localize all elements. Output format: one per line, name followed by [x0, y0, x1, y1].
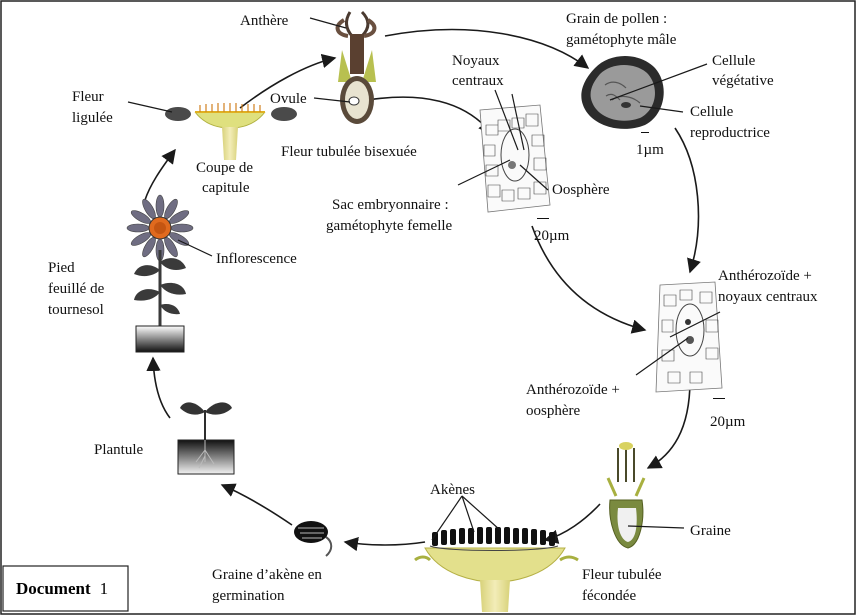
label-graine: Graine [690, 523, 731, 539]
label-pied-2: feuillé de [48, 281, 105, 297]
label-ovule: Ovule [270, 91, 307, 107]
arrow-akenes-to-seed [343, 536, 426, 552]
pollen-grain-illustration [581, 56, 664, 133]
arrow-capitule-to-flower [239, 53, 337, 109]
label-plantule: Plantule [94, 442, 144, 458]
capitule-section-illustration [165, 103, 297, 160]
document-number: 1 [100, 579, 109, 598]
fertilised-sac-illustration [655, 281, 725, 399]
label-inflorescence: Inflorescence [216, 251, 297, 267]
document-word: Document [16, 579, 91, 598]
arrow-anther-to-pollen [384, 28, 590, 69]
label-pied-1: Pied [48, 260, 75, 276]
label-cellule-vegetative-2: végétative [712, 73, 774, 89]
fertilised-flower-illustration [606, 442, 646, 549]
label-cellule-vegetative-1: Cellule [712, 53, 756, 69]
embryo-sac-illustration [479, 104, 551, 219]
label-antherozoide-oosphere-1: Anthérozoïde + [526, 382, 620, 398]
label-pied-3: tournesol [48, 302, 104, 318]
germinating-seed-illustration [294, 521, 333, 557]
label-antherozoide-noyaux-2: noyaux centraux [718, 289, 818, 305]
label-scale-1um: 1µm [636, 142, 664, 158]
arrow-fertilisation-to-fruit [646, 379, 691, 469]
label-sac-embryonnaire-2: gamétophyte femelle [326, 218, 453, 234]
label-gametophyte-male: gamétophyte mâle [566, 32, 677, 48]
arrow-sac-to-fertilisation [531, 225, 647, 334]
label-fleur-ligulee-1: Fleur [72, 89, 104, 105]
label-scale-20um-a: 20µm [534, 228, 570, 244]
label-noyaux-centraux-2: centraux [452, 73, 504, 89]
label-coupe-capitule-2: capitule [202, 180, 250, 196]
arrow-plant-to-capitule [144, 148, 176, 201]
label-antherozoide-oosphere-2: oosphère [526, 403, 580, 419]
document-caption-box: Document 1 [2, 565, 129, 612]
label-anthere: Anthère [240, 13, 289, 29]
cycle-arrows [144, 28, 701, 552]
akenes-capitule-illustration [414, 527, 579, 612]
seedling-illustration [177, 402, 235, 475]
label-fleur-fecondee-2: fécondée [582, 588, 636, 604]
sunflower-plant-illustration [126, 194, 194, 353]
label-fleur-ligulee-2: ligulée [72, 110, 113, 126]
label-cellule-reproductrice-2: reproductrice [690, 125, 770, 141]
svg-text:Document 1: Document 1 [16, 579, 108, 598]
arrow-seedling-to-plant [146, 356, 171, 419]
arrow-pollen-to-fertilisation [674, 127, 701, 274]
label-scale-20um-b: 20µm [710, 414, 746, 430]
label-fleur-tubulee-bisexuee: Fleur tubulée bisexuée [281, 144, 417, 160]
label-noyaux-centraux-1: Noyaux [452, 53, 500, 69]
label-fleur-fecondee-1: Fleur tubulée [582, 567, 662, 583]
label-graine-akene-1: Graine d’akène en [212, 567, 322, 583]
label-sac-embryonnaire-1: Sac embryonnaire : [332, 197, 449, 213]
labels: Anthère Grain de pollen : gamétophyte mâ… [48, 11, 818, 604]
leader-lines [127, 17, 721, 541]
arrow-seed-to-seedling [220, 483, 293, 526]
label-grain-pollen: Grain de pollen : [566, 11, 667, 27]
label-cellule-reproductrice-1: Cellule [690, 104, 734, 120]
label-antherozoide-noyaux-1: Anthérozoïde + [718, 268, 812, 284]
arrow-ovule-to-sac [367, 96, 493, 136]
label-akenes: Akènes [430, 482, 475, 498]
label-coupe-capitule-1: Coupe de [196, 160, 253, 176]
label-oosphere: Oosphère [552, 182, 610, 198]
tubular-flower-anther-illustration [335, 10, 377, 124]
label-graine-akene-2: germination [212, 588, 285, 604]
